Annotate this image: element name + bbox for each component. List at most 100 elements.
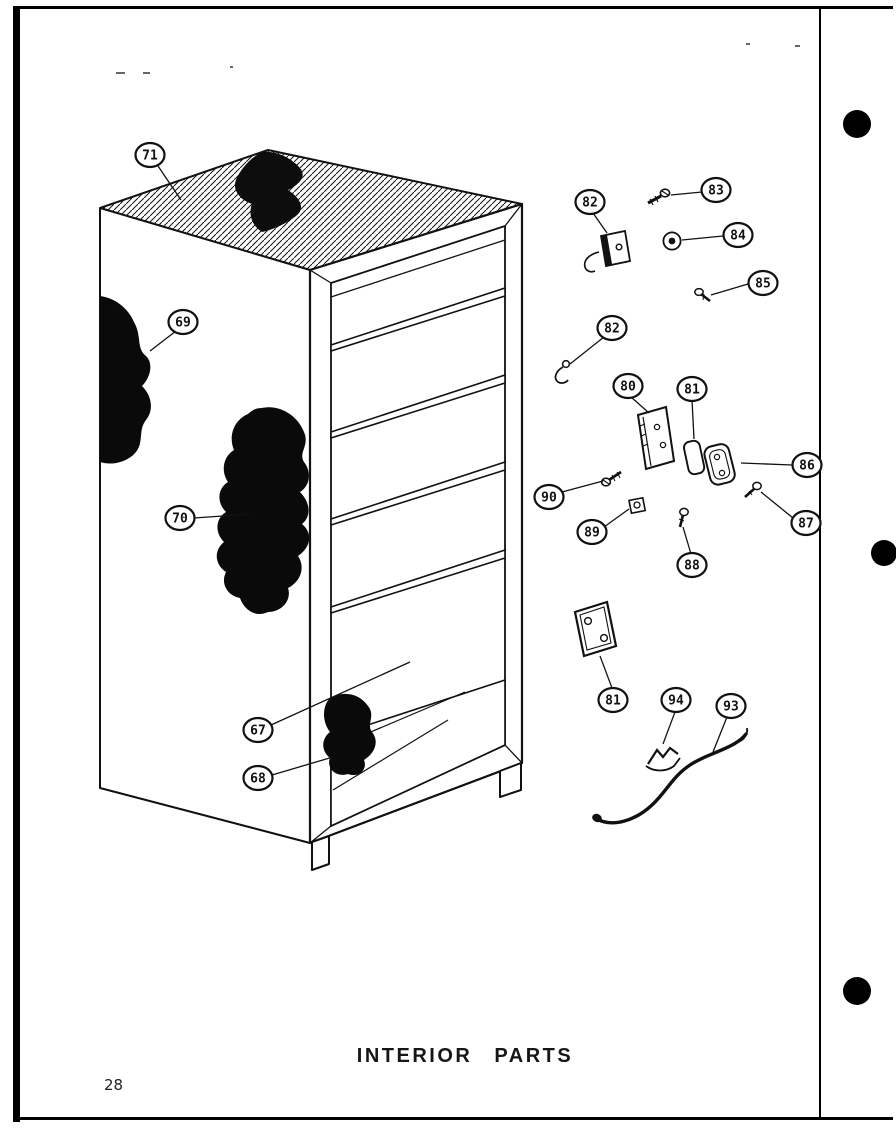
leader-85: [710, 283, 749, 296]
svg-text:93: 93: [723, 700, 739, 715]
svg-text:86: 86: [799, 459, 815, 474]
callout-89: 89: [576, 518, 608, 546]
svg-text:94: 94: [668, 694, 684, 709]
svg-text:67: 67: [250, 724, 266, 739]
svg-text:80: 80: [620, 380, 636, 395]
shelf-4: [330, 549, 506, 614]
leg-front-right: [499, 762, 522, 798]
part-93-cable: [592, 727, 749, 825]
leader-88: [682, 526, 692, 555]
leader-81-upper: [691, 399, 695, 440]
callout-93: 93: [715, 692, 747, 720]
top-panel-blob: [234, 151, 303, 232]
callout-81-lower: 81: [597, 686, 629, 714]
leader-70: [193, 513, 253, 519]
callout-90: 90: [533, 483, 565, 511]
shelf-1: [330, 287, 506, 352]
callout-67: 67: [242, 716, 274, 744]
cabinet-side-panel: [99, 207, 311, 844]
svg-text:89: 89: [584, 526, 600, 541]
svg-text:81: 81: [684, 383, 700, 398]
callout-87: 87: [790, 509, 822, 537]
callout-68: 68: [242, 764, 274, 792]
callout-84: 84: [722, 221, 754, 249]
leader-90: [561, 480, 604, 493]
page-border: [13, 6, 893, 1122]
svg-text:71: 71: [142, 149, 158, 164]
registration-dot-top: [843, 110, 871, 138]
side-panel-blob-upper: [100, 296, 151, 464]
leader-93: [712, 716, 728, 753]
svg-text:90: 90: [541, 491, 557, 506]
svg-text:70: 70: [172, 512, 188, 527]
part-82-bracket-top: [583, 229, 632, 273]
callouts: 71 69 70 67 68 82 83 84: [134, 141, 823, 792]
svg-text:81: 81: [605, 694, 621, 709]
side-panel-blob-center: [216, 407, 310, 615]
svg-text:83: 83: [708, 184, 724, 199]
callout-94: 94: [660, 686, 692, 714]
svg-text:69: 69: [175, 316, 191, 331]
part-94-clip: [645, 746, 681, 772]
part-90-screw: [600, 470, 622, 487]
svg-text:87: 87: [798, 517, 814, 532]
part-83-screw: [647, 188, 671, 206]
callout-82-top: 82: [574, 188, 606, 216]
part-81-lower-hinge-plate: [573, 600, 618, 658]
leader-89: [603, 508, 630, 528]
part-88-screw: [678, 507, 689, 528]
callout-70: 70: [164, 504, 196, 532]
svg-text:88: 88: [684, 559, 700, 574]
part-80-plate: [636, 405, 676, 471]
leader-86: [740, 462, 793, 466]
leader-94: [662, 711, 676, 745]
shelf-2: [330, 374, 506, 439]
leader-82-mid: [569, 336, 605, 365]
part-87-screw: [744, 481, 762, 498]
part-85-screw: [694, 287, 711, 303]
leader-83: [670, 191, 703, 196]
part-86-keeper: [703, 443, 736, 486]
svg-text:85: 85: [755, 277, 771, 292]
svg-text:68: 68: [250, 772, 266, 787]
callout-81-upper: 81: [676, 375, 708, 403]
leg-front-left: [311, 835, 330, 871]
page-number: 28: [104, 1076, 123, 1094]
callout-83: 83: [700, 176, 732, 204]
leader-71: [157, 165, 182, 201]
callout-82-mid: 82: [596, 314, 628, 342]
leader-87: [760, 491, 794, 519]
scan-artifacts: [116, 43, 800, 74]
cabinet-drawing: [99, 149, 524, 871]
registration-dot-bottom: [843, 977, 871, 1005]
part-89-nut: [628, 496, 647, 515]
registration-dot-middle: [871, 540, 896, 566]
leader-69: [149, 330, 177, 352]
hardware-parts: [554, 188, 762, 825]
leader-lines: [149, 165, 794, 776]
diagram-title: INTERIOR PARTS: [357, 1045, 573, 1067]
callout-69: 69: [167, 308, 199, 336]
leader-67: [270, 661, 411, 726]
shelf-3: [330, 461, 506, 526]
cabinet-shelves: [330, 287, 506, 614]
leader-80: [630, 396, 650, 414]
part-81-upper-cover: [683, 439, 706, 476]
svg-text:82: 82: [582, 196, 598, 211]
part-82-clip-mid: [554, 359, 571, 384]
callout-85: 85: [747, 269, 779, 297]
leader-68: [271, 756, 334, 776]
floor-blob: [323, 693, 376, 776]
callout-86: 86: [791, 451, 823, 479]
part-84-washer: [662, 231, 682, 251]
cabinet-legs: [311, 762, 522, 871]
leader-84: [681, 235, 724, 241]
callout-71: 71: [134, 141, 166, 169]
svg-text:84: 84: [730, 229, 746, 244]
callout-88: 88: [676, 551, 708, 579]
cabinet-floor: [323, 679, 506, 827]
leader-81-lower: [599, 655, 613, 689]
leader-82-top: [592, 212, 608, 234]
